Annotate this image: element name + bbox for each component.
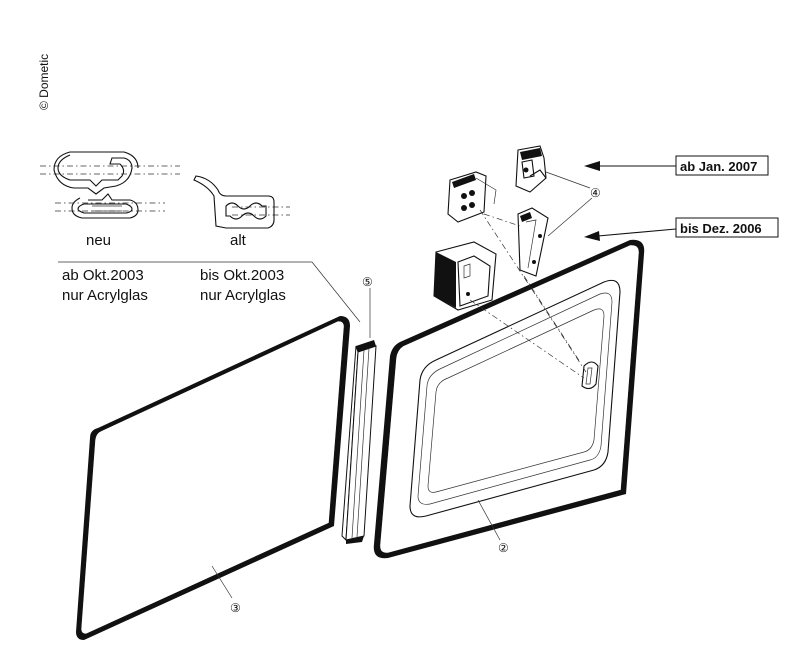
note-old-line1: bis Okt.2003 bbox=[200, 267, 284, 284]
latch-new-top bbox=[515, 145, 547, 193]
note-new-line1: ab Okt.2003 bbox=[62, 267, 144, 284]
seal-profile-new bbox=[40, 151, 180, 219]
latch-old-bar bbox=[517, 207, 549, 277]
window-frame bbox=[373, 239, 645, 559]
assembly-line-1 bbox=[479, 209, 587, 373]
part-number-3: ③ bbox=[230, 601, 241, 615]
assembly-line-4 bbox=[483, 213, 521, 227]
label-ab-jan-2007: ab Jan. 2007 bbox=[680, 159, 757, 174]
arrow-until-2006 bbox=[584, 228, 677, 241]
note-old-line2: nur Acrylglas bbox=[200, 287, 286, 304]
part-number-5: ⑤ bbox=[362, 275, 373, 289]
latch-new-clip bbox=[447, 171, 497, 223]
separator-line bbox=[58, 261, 361, 323]
seal-profile-old bbox=[193, 175, 290, 229]
label-neu: neu bbox=[86, 232, 111, 249]
label-bis-dez-2006: bis Dez. 2006 bbox=[680, 221, 762, 236]
version-box-from bbox=[675, 155, 769, 176]
leader-3 bbox=[211, 565, 233, 599]
note-new-line2: nur Acrylglas bbox=[62, 287, 148, 304]
window-pane bbox=[76, 316, 350, 640]
copyright-text: © Dometic bbox=[37, 54, 51, 110]
part-number-4: ④ bbox=[590, 186, 601, 200]
arrow-from-2007 bbox=[584, 161, 676, 171]
label-alt: alt bbox=[230, 232, 247, 249]
part-number-2: ② bbox=[498, 541, 509, 555]
latch-old-housing bbox=[433, 241, 497, 311]
leader-4a bbox=[545, 171, 591, 189]
version-box-until bbox=[675, 217, 779, 238]
leader-4b bbox=[547, 197, 593, 237]
leader-2 bbox=[477, 499, 501, 541]
assembly-line-3 bbox=[523, 275, 581, 363]
seal-strip bbox=[341, 340, 377, 544]
assembly-line-2 bbox=[469, 299, 585, 379]
